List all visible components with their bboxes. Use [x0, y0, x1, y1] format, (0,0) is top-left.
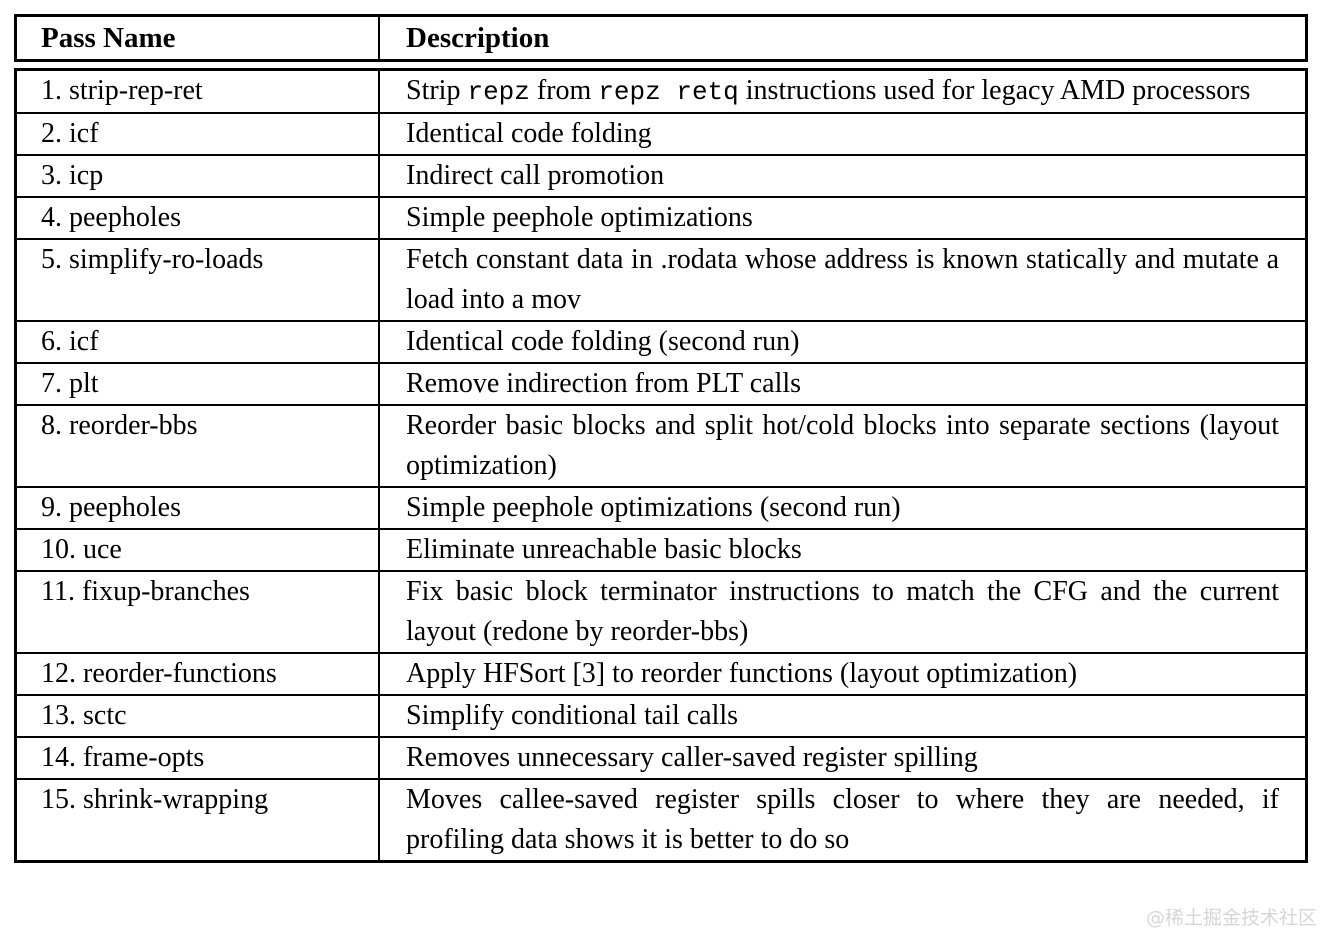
description-cell: Fetch constant data in .rodata whose add…: [406, 244, 1279, 315]
description-cell: Simplify conditional tail calls: [406, 700, 739, 731]
code-token: repz: [467, 77, 530, 107]
pass-name-cell: 9. peepholes: [17, 488, 380, 528]
description-cell: Remove indirection from PLT calls: [406, 368, 802, 399]
table-row-reorder-functions: 12. reorder-functions Apply HFSort [3] t…: [17, 654, 1305, 696]
table-row-plt: 7. plt Remove indirection from PLT calls: [17, 364, 1305, 406]
desc-text: Strip: [406, 75, 468, 106]
column-header-description: Description: [406, 22, 550, 54]
description-cell: Simple peephole optimizations (second ru…: [406, 492, 901, 523]
description-cell: Simple peephole optimizations: [406, 202, 753, 233]
description-cell: Eliminate unreachable basic blocks: [406, 534, 802, 565]
table-header-row: Pass Name Description: [14, 14, 1308, 62]
table-row-peepholes-second: 9. peepholes Simple peephole optimizatio…: [17, 488, 1305, 530]
table-row-strip-rep-ret: 1. strip-rep-ret Strip repz from repz re…: [17, 71, 1305, 114]
desc-text: from: [529, 75, 599, 106]
pass-name-cell: 10. uce: [17, 530, 380, 570]
code-token: repz retq: [598, 77, 739, 107]
pass-name-cell: 6. icf: [17, 322, 380, 362]
table-row-reorder-bbs: 8. reorder-bbs Reorder basic blocks and …: [17, 406, 1305, 488]
watermark: @稀土掘金技术社区: [1145, 907, 1317, 929]
optimization-passes-table: Pass Name Description 1. strip-rep-ret S…: [14, 14, 1308, 863]
pass-name-cell: 12. reorder-functions: [17, 654, 380, 694]
pass-name-cell: 11. fixup-branches: [17, 572, 380, 652]
pass-name-cell: 3. icp: [17, 156, 380, 196]
desc-text: instructions used for legacy AMD process…: [738, 75, 1251, 106]
pass-name-cell: 4. peepholes: [17, 198, 380, 238]
pass-name-cell: 1. strip-rep-ret: [17, 71, 380, 112]
description-cell: Identical code folding: [406, 118, 652, 149]
pass-name-cell: 8. reorder-bbs: [17, 406, 380, 486]
description-cell: Indirect call promotion: [406, 160, 665, 191]
table-row-icf: 2. icf Identical code folding: [17, 114, 1305, 156]
description-cell: Fix basic block terminator instructions …: [406, 576, 1279, 647]
description-cell: Moves callee-saved register spills close…: [406, 784, 1279, 855]
table-row-fixup-branches: 11. fixup-branches Fix basic block termi…: [17, 572, 1305, 654]
description-cell: Identical code folding (second run): [406, 326, 800, 357]
pass-name-cell: 15. shrink-wrapping: [17, 780, 380, 860]
pass-name-cell: 13. sctc: [17, 696, 380, 736]
description-cell: Apply HFSort [3] to reorder functions (l…: [406, 658, 1078, 689]
table-row-frame-opts: 14. frame-opts Removes unnecessary calle…: [17, 738, 1305, 780]
table-row-peepholes: 4. peepholes Simple peephole optimizatio…: [17, 198, 1305, 240]
column-header-pass-name: Pass Name: [17, 17, 380, 59]
pass-name-cell: 14. frame-opts: [17, 738, 380, 778]
table-body: 1. strip-rep-ret Strip repz from repz re…: [14, 68, 1308, 863]
table-row-sctc: 13. sctc Simplify conditional tail calls: [17, 696, 1305, 738]
description-cell: Strip repz from repz retq instructions u…: [380, 71, 1305, 112]
pass-name-cell: 7. plt: [17, 364, 380, 404]
table-row-simplify-ro-loads: 5. simplify-ro-loads Fetch constant data…: [17, 240, 1305, 322]
table-row-icf-second: 6. icf Identical code folding (second ru…: [17, 322, 1305, 364]
description-cell: Reorder basic blocks and split hot/cold …: [406, 410, 1279, 481]
table-row-uce: 10. uce Eliminate unreachable basic bloc…: [17, 530, 1305, 572]
table-row-shrink-wrapping: 15. shrink-wrapping Moves callee-saved r…: [17, 780, 1305, 860]
description-cell: Removes unnecessary caller-saved registe…: [406, 742, 978, 773]
pass-name-cell: 2. icf: [17, 114, 380, 154]
table-row-icp: 3. icp Indirect call promotion: [17, 156, 1305, 198]
pass-name-cell: 5. simplify-ro-loads: [17, 240, 380, 320]
